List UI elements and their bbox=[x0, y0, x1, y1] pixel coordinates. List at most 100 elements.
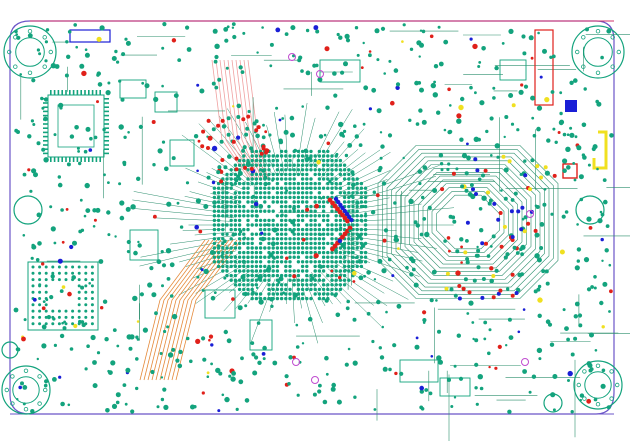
red-via bbox=[242, 145, 247, 150]
bga-pad bbox=[51, 265, 55, 269]
bga-ball bbox=[313, 214, 317, 218]
bga-ball bbox=[225, 250, 229, 255]
mounting-hole-via bbox=[42, 64, 47, 69]
via bbox=[340, 242, 346, 248]
via bbox=[600, 55, 604, 60]
bga-ball bbox=[321, 209, 326, 213]
via bbox=[368, 50, 372, 53]
via bbox=[27, 134, 32, 139]
red-via bbox=[345, 218, 350, 224]
via bbox=[562, 168, 567, 173]
bga-ball bbox=[271, 218, 275, 223]
bga-ball bbox=[305, 181, 309, 186]
via bbox=[290, 132, 295, 138]
bga-ball bbox=[313, 209, 317, 213]
bga-ball bbox=[296, 273, 301, 278]
via bbox=[429, 34, 434, 39]
bga-ball bbox=[254, 195, 259, 200]
bga-ball bbox=[292, 250, 296, 255]
bga-ball bbox=[342, 250, 347, 255]
via bbox=[45, 298, 49, 302]
via bbox=[586, 287, 592, 292]
bga-ball bbox=[246, 278, 250, 282]
via bbox=[476, 248, 481, 253]
via bbox=[135, 386, 139, 391]
bga-ball bbox=[296, 204, 301, 209]
bga-ball bbox=[275, 250, 280, 255]
via bbox=[383, 228, 389, 233]
via bbox=[594, 349, 598, 352]
bga-ball bbox=[275, 177, 280, 181]
routing-ring bbox=[400, 164, 536, 280]
bga-ball bbox=[267, 163, 271, 167]
bga-ball bbox=[321, 154, 326, 158]
via bbox=[225, 66, 229, 70]
via bbox=[73, 323, 78, 329]
qfp-pin bbox=[69, 157, 71, 162]
bga-ball bbox=[237, 237, 242, 241]
bga-ball bbox=[212, 195, 217, 200]
bga-ball bbox=[338, 260, 343, 264]
qfp-pin bbox=[91, 90, 94, 95]
bga-ball bbox=[246, 218, 250, 223]
bga-ball bbox=[305, 232, 309, 236]
via bbox=[344, 33, 350, 40]
via bbox=[379, 156, 383, 160]
via bbox=[518, 89, 524, 95]
via bbox=[221, 124, 227, 129]
bga-pad bbox=[84, 284, 88, 288]
fanout-trace bbox=[332, 149, 381, 183]
via bbox=[408, 198, 414, 205]
via bbox=[328, 179, 332, 183]
bga-ball bbox=[216, 255, 221, 259]
via bbox=[263, 181, 268, 187]
qfp-chip-die bbox=[57, 104, 95, 148]
bga-ball bbox=[242, 158, 246, 163]
bga-ball bbox=[317, 200, 322, 204]
via bbox=[401, 40, 404, 43]
bga-ball bbox=[216, 218, 221, 223]
bga-ball bbox=[267, 195, 271, 200]
via bbox=[601, 368, 606, 373]
bga-ball bbox=[321, 200, 326, 204]
via bbox=[440, 187, 445, 192]
via bbox=[567, 370, 573, 377]
bga-ball bbox=[305, 223, 309, 227]
via bbox=[464, 171, 469, 176]
via bbox=[458, 376, 464, 381]
bga-ball bbox=[317, 149, 322, 154]
bga-ball bbox=[275, 154, 280, 158]
bga-ball bbox=[288, 237, 292, 241]
via bbox=[489, 278, 495, 284]
fanout-trace bbox=[223, 270, 261, 312]
fanout-trace bbox=[330, 259, 385, 294]
test-point bbox=[288, 53, 296, 61]
fanout-trace bbox=[206, 172, 243, 190]
qfp-pin bbox=[104, 98, 109, 100]
via bbox=[166, 277, 171, 281]
via bbox=[472, 337, 475, 341]
via bbox=[303, 148, 308, 153]
via bbox=[83, 214, 87, 218]
via bbox=[38, 52, 42, 56]
bga-ball bbox=[250, 264, 254, 269]
bga-ball bbox=[317, 246, 322, 250]
via bbox=[590, 285, 594, 289]
via bbox=[360, 243, 366, 248]
via bbox=[467, 290, 472, 295]
via bbox=[387, 257, 392, 262]
via bbox=[521, 34, 526, 39]
bga-ball bbox=[258, 246, 263, 250]
bga-ball bbox=[288, 250, 292, 255]
fanout-trace bbox=[352, 207, 455, 218]
via bbox=[23, 318, 27, 322]
via bbox=[402, 23, 406, 27]
bga-ball bbox=[292, 255, 296, 259]
bga-pad bbox=[44, 303, 48, 307]
mounting-hole-via bbox=[610, 64, 615, 69]
bga-ball bbox=[233, 273, 238, 278]
bga-ball bbox=[300, 296, 305, 301]
bga-ball bbox=[334, 287, 338, 292]
bga-ball bbox=[313, 237, 317, 241]
via bbox=[272, 227, 278, 233]
